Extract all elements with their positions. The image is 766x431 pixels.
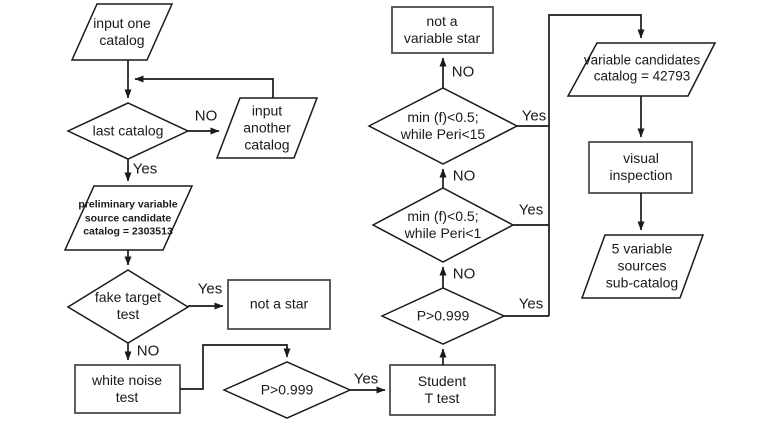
edge-label-last-catalog-yes: Yes <box>132 160 158 178</box>
input-another-catalog-shape <box>215 97 319 159</box>
node-label-visual-inspection: visual inspection <box>609 149 673 183</box>
edge-label-peri-1-no: NO <box>452 167 476 185</box>
edge-label-peri-15-no: NO <box>451 63 475 81</box>
arrow-another-catalog-loop <box>134 75 274 98</box>
fake-target-test-decision-shape <box>66 269 190 344</box>
input-one-catalog-shape <box>70 3 174 61</box>
node-label-p-gt-0999-upper: P>0.999 <box>416 307 470 324</box>
node-label-student-t-test: Student T test <box>417 372 467 406</box>
node-label-preliminary-catalog: preliminary variable source candidate ca… <box>78 198 178 238</box>
node-label-not-a-star: not a star <box>249 295 309 312</box>
node-label-last-catalog: last catalog <box>92 122 164 139</box>
node-label-white-noise-test: white noise test <box>91 371 163 405</box>
not-a-star-shape <box>227 279 331 330</box>
edge-label-fake-target-no: NO <box>136 342 160 360</box>
node-label-min-f-peri-1: min (f)<0.5; while Peri<1 <box>404 207 482 241</box>
not-a-variable-star-shape <box>391 6 494 54</box>
edge-label-peri-15-yes: Yes <box>521 107 547 125</box>
student-t-test-shape <box>389 364 496 416</box>
white-noise-test-shape <box>74 364 181 414</box>
node-label-variable-sources-subcatalog: 5 variable sources sub-catalog <box>605 240 679 291</box>
edge-label-p-lower-yes: Yes <box>353 370 379 388</box>
node-label-input-another-catalog: input another catalog <box>243 102 291 153</box>
preliminary-catalog-shape <box>63 185 194 251</box>
node-label-variable-candidates: variable candidates catalog = 42793 <box>583 52 701 84</box>
edge-label-last-catalog-no: NO <box>194 107 218 125</box>
node-label-input-one-catalog: input one catalog <box>93 14 151 48</box>
edge-label-fake-target-yes: Yes <box>197 280 223 298</box>
arrow-yes-collector-to-candidates <box>548 14 645 316</box>
node-label-not-a-variable-star: not a variable star <box>403 12 481 46</box>
edge-label-p-upper-no: NO <box>452 265 476 283</box>
node-label-fake-target-test: fake target test <box>94 288 162 322</box>
variable-candidates-shape <box>566 42 717 97</box>
node-label-p-gt-0999-lower: P>0.999 <box>260 381 314 398</box>
arrow-white-noise-to-p-lower <box>180 344 291 390</box>
visual-inspection-shape <box>588 141 693 194</box>
edge-label-p-upper-yes: Yes <box>518 295 544 313</box>
node-label-min-f-peri-15: min (f)<0.5; while Peri<15 <box>400 108 486 142</box>
variable-sources-subcatalog-shape <box>580 234 705 299</box>
edge-label-peri-1-yes: Yes <box>518 201 544 219</box>
